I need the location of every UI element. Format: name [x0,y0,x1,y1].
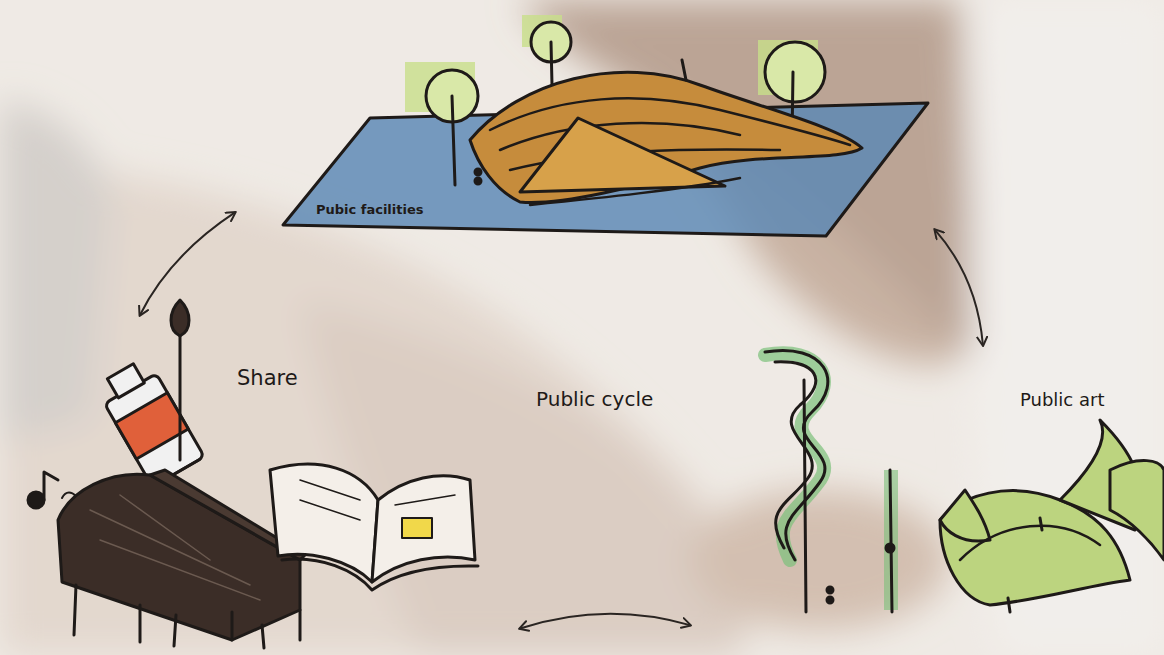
cycle-arrow [520,614,690,629]
share-group: Share [20,315,520,645]
art-group: Public art [690,345,1164,635]
platform-shape [283,103,928,236]
cycle-label: Public cycle [536,388,653,410]
cycle-arrow [935,230,983,345]
node-label: Share [237,367,298,390]
node-label: Pubic facilities [316,203,424,217]
cycle-arrow [140,212,235,315]
platform-outline [235,95,935,240]
facilities-platform: Pubic facilities [235,95,935,240]
node-label: Public art [1020,390,1104,410]
